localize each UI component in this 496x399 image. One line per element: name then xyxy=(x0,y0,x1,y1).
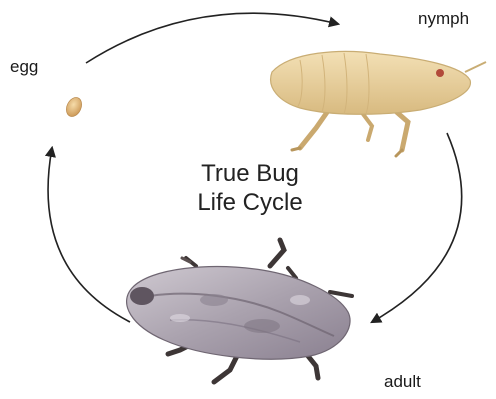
nymph-illustration xyxy=(271,51,486,156)
adult-label: adult xyxy=(384,372,421,392)
arrow-nymph-to-adult xyxy=(372,133,462,322)
diagram-title: True Bug Life Cycle xyxy=(150,159,350,217)
arrow-adult-to-egg xyxy=(48,148,130,322)
egg-label: egg xyxy=(10,57,38,77)
arrow-egg-to-nymph xyxy=(86,13,338,63)
diagram-title-line-2: Life Cycle xyxy=(150,188,350,217)
diagram-title-line-1: True Bug xyxy=(150,159,350,188)
nymph-label: nymph xyxy=(418,9,469,29)
adult-bug-illustration xyxy=(127,240,352,382)
egg-illustration xyxy=(63,95,84,119)
